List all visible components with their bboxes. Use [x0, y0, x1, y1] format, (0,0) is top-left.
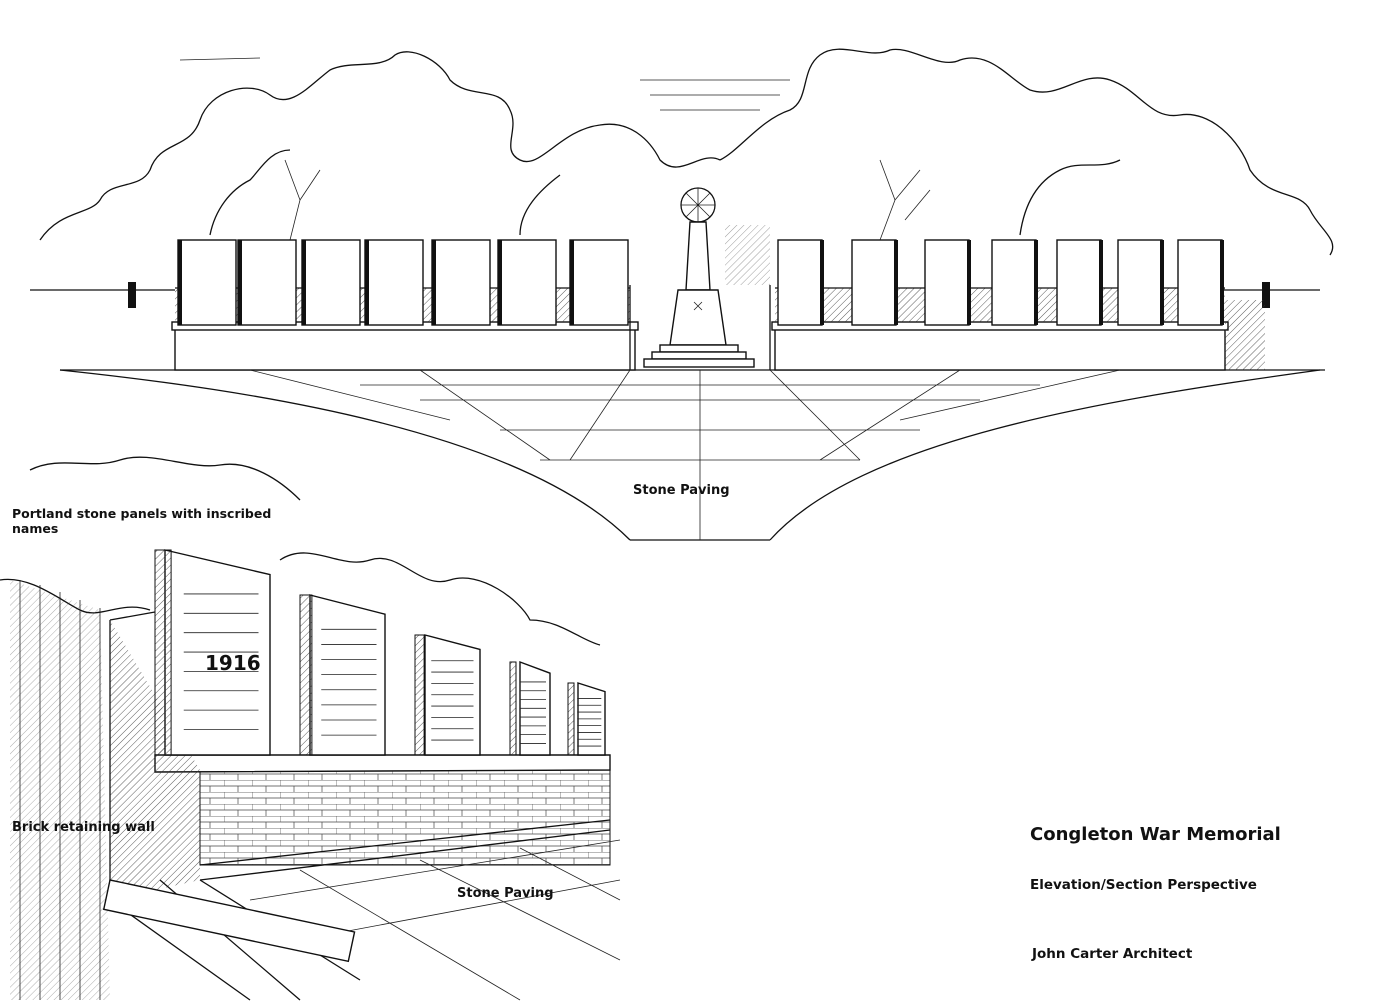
panel-edge — [570, 240, 574, 325]
panel-edge — [178, 240, 182, 325]
drawing-subtitle: Elevation/Section Perspective — [1030, 877, 1257, 893]
stone-panel — [431, 239, 491, 326]
stone-panel — [569, 239, 629, 326]
panel-edge — [302, 240, 306, 325]
panel-edge — [238, 240, 242, 325]
stone-panel — [177, 239, 237, 326]
stone-panel — [1117, 239, 1163, 326]
stone-paving-label-elevation: Stone Paving — [633, 483, 730, 498]
stone-panel — [777, 239, 823, 326]
panel-edge — [154, 549, 172, 756]
panel-edge — [967, 240, 971, 325]
panel-edge — [1220, 240, 1224, 325]
elevation-stone-paving: Stone Paving — [59, 369, 1321, 541]
panel-inscription-year: 1916 — [205, 651, 261, 675]
stone-panel — [364, 239, 424, 326]
panel-edge — [1160, 240, 1164, 325]
brick-wall-label: Brick retaining wall — [12, 820, 155, 835]
stone-panel — [301, 239, 361, 326]
memorial-cross-monument — [643, 187, 770, 368]
drawing-author: John Carter Architect — [1031, 946, 1193, 962]
panel-edge — [820, 240, 824, 325]
panel-edge — [414, 634, 425, 756]
section-perspective — [0, 456, 621, 1001]
panel-edge — [509, 661, 517, 756]
stone-panel — [851, 239, 897, 326]
panel-edge — [567, 682, 575, 756]
panel-edge — [894, 240, 898, 325]
panel-edge — [1034, 240, 1038, 325]
panel-edge — [432, 240, 436, 325]
panel-edge — [365, 240, 369, 325]
stone-paving-label-section: Stone Paving — [457, 886, 554, 901]
stone-panel — [991, 239, 1037, 326]
elevation-panels — [177, 239, 1224, 326]
panel-edge — [498, 240, 502, 325]
stone-panel — [237, 239, 297, 326]
elevation-trees — [39, 48, 1334, 256]
drawing-title: Congleton War Memorial — [1030, 824, 1281, 845]
section-panels — [154, 549, 606, 756]
panel-edge — [299, 594, 313, 756]
stone-panel — [1177, 239, 1223, 326]
stone-panel — [497, 239, 557, 326]
stone-panel — [924, 239, 970, 326]
panel-edge — [1099, 240, 1103, 325]
stone-panel — [1056, 239, 1102, 326]
